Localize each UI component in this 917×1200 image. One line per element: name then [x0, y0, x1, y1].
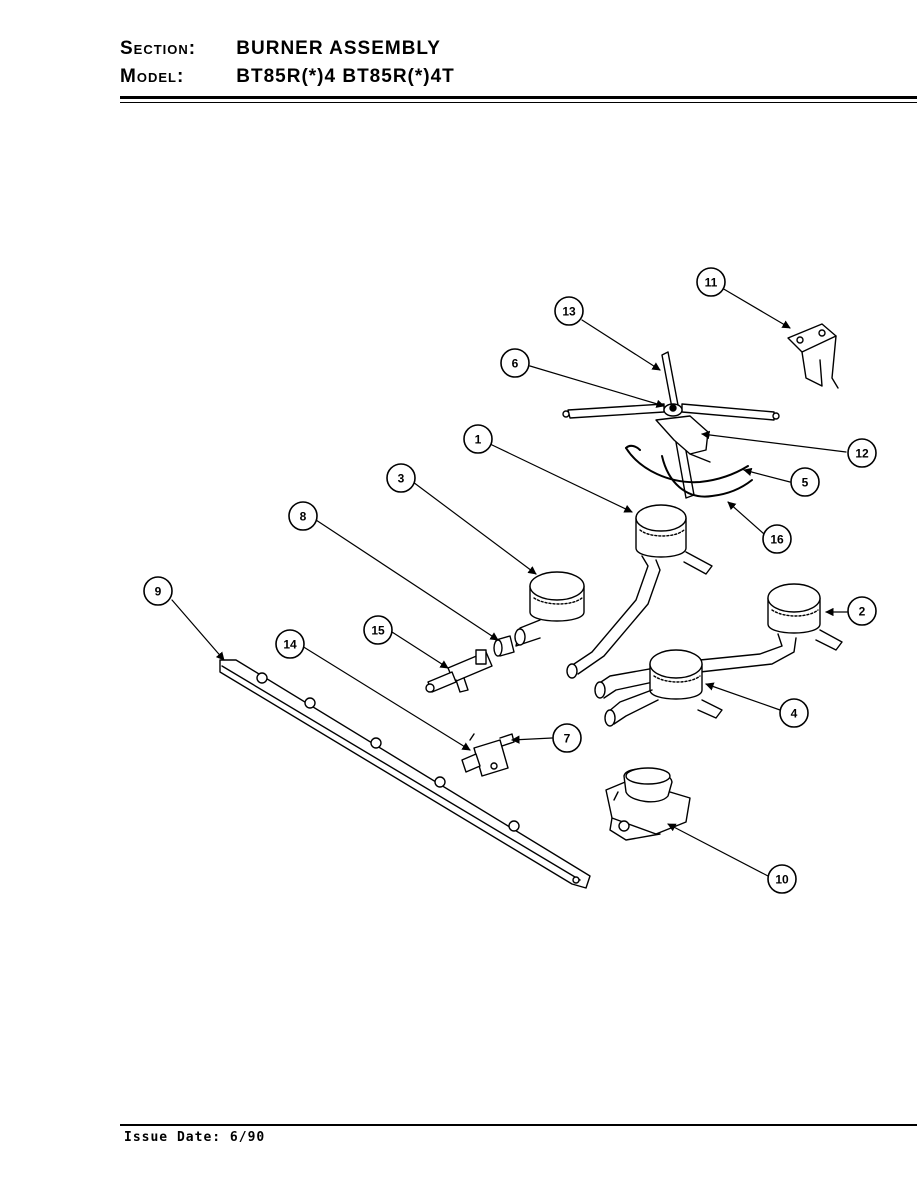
leader-8	[315, 519, 499, 641]
callout-9: 9	[143, 576, 173, 606]
svg-text:8: 8	[300, 510, 307, 524]
svg-text:4: 4	[791, 707, 798, 721]
svg-text:13: 13	[562, 305, 576, 319]
part-4-burner	[604, 649, 723, 727]
leader-12	[701, 430, 847, 453]
part-16-flame-spreader	[661, 455, 753, 498]
leader-7	[511, 735, 553, 744]
callout-11: 11	[696, 267, 726, 297]
leader-9	[171, 599, 225, 661]
part-5-flame-spreader	[625, 444, 749, 484]
svg-text:1: 1	[475, 433, 482, 447]
model-line: Model: BT85R(*)4 BT85R(*)4T	[120, 66, 455, 88]
footer-rule	[120, 1124, 917, 1126]
leader-1	[489, 443, 633, 513]
callout-14: 14	[275, 629, 305, 659]
leader-6	[529, 365, 665, 408]
svg-text:3: 3	[398, 472, 405, 486]
svg-text:11: 11	[705, 276, 718, 290]
part-9-manifold-bar	[219, 659, 591, 889]
callout-1: 1	[463, 424, 493, 454]
svg-text:2: 2	[859, 605, 866, 619]
svg-text:12: 12	[855, 447, 869, 461]
leader-11	[721, 287, 791, 329]
callout-12: 12	[847, 438, 877, 468]
section-line: Section: BURNER ASSEMBLY	[120, 38, 441, 60]
svg-text:15: 15	[371, 624, 385, 638]
callout-3: 3	[386, 463, 416, 493]
callout-4: 4	[779, 698, 809, 728]
callout-10: 10	[767, 864, 797, 894]
svg-text:16: 16	[770, 533, 784, 547]
leader-4	[705, 682, 781, 711]
svg-text:9: 9	[155, 585, 162, 599]
section-value: BURNER ASSEMBLY	[236, 38, 441, 59]
leader-5	[743, 467, 791, 483]
section-key: Section:	[120, 38, 197, 59]
part-10-regulator	[605, 767, 691, 841]
callout-16: 16	[762, 524, 792, 554]
leader-lines	[171, 287, 848, 877]
part-14-fitting	[461, 733, 515, 777]
part-12-spider-bracket	[655, 415, 711, 463]
issue-date: Issue Date: 6/90	[124, 1130, 266, 1145]
callout-15: 15	[363, 615, 393, 645]
part-11-bracket	[787, 323, 839, 389]
header-rule-thin	[120, 102, 917, 103]
callout-13: 13	[554, 296, 584, 326]
part-2-burner	[594, 583, 843, 699]
callout-7: 7	[552, 723, 582, 753]
leader-15	[391, 631, 449, 669]
leader-10	[667, 823, 769, 877]
callout-2: 2	[847, 596, 877, 626]
part-1-burner	[566, 504, 713, 679]
model-key: Model:	[120, 66, 185, 87]
svg-text:5: 5	[802, 476, 809, 490]
svg-text:14: 14	[283, 638, 297, 652]
part-3-burner	[514, 571, 585, 647]
svg-text:10: 10	[775, 873, 789, 887]
leader-13	[581, 319, 661, 371]
part-15-valve	[425, 649, 493, 693]
svg-text:6: 6	[512, 357, 519, 371]
callout-8: 8	[288, 501, 318, 531]
callout-6: 6	[500, 348, 530, 378]
leader-14	[301, 645, 471, 751]
leader-3	[412, 481, 537, 575]
header-rule-thick	[120, 96, 917, 99]
model-value: BT85R(*)4 BT85R(*)4T	[236, 66, 455, 87]
callout-5: 5	[790, 467, 820, 497]
svg-text:7: 7	[564, 732, 571, 746]
part-6-spider-hub	[663, 403, 683, 417]
part-8-orifice	[493, 635, 515, 657]
leader-16	[727, 501, 765, 535]
